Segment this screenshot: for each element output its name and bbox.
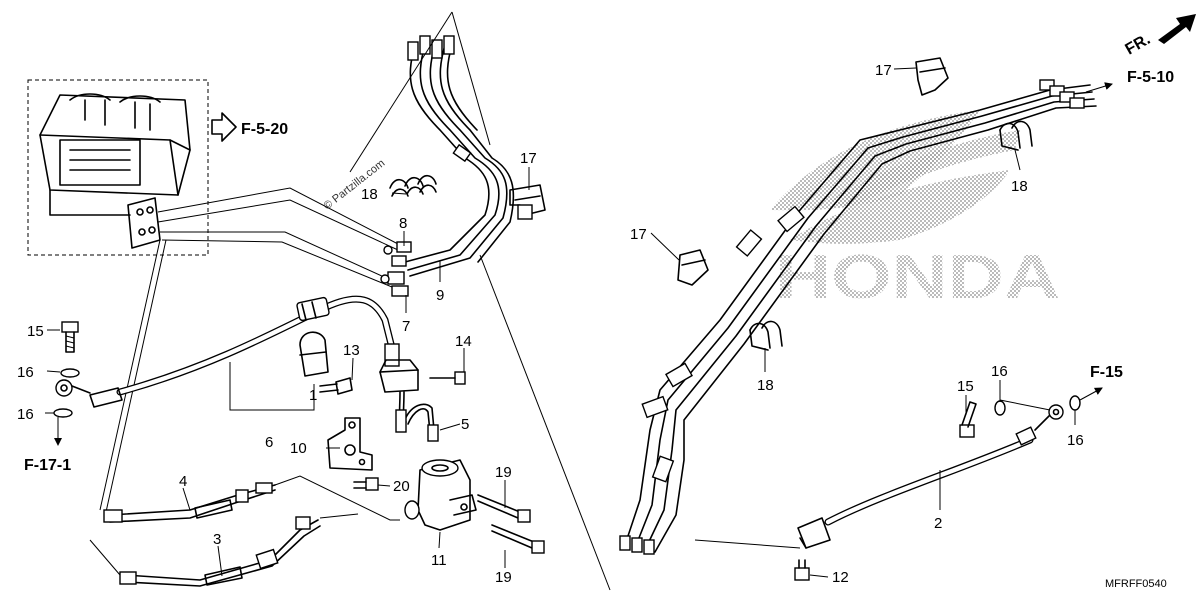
ref-f-5-10: F-5-10 xyxy=(1127,69,1174,86)
callout-16: 16 xyxy=(1067,432,1084,449)
clip-17-center xyxy=(509,184,546,220)
diagram-code: MFRFF0540 xyxy=(1105,578,1167,590)
bolts-19 xyxy=(477,494,545,554)
callout-8: 8 xyxy=(399,215,407,232)
callout-19: 19 xyxy=(495,464,512,481)
ref-f-5-20: F-5-20 xyxy=(241,121,288,138)
callout-3: 3 xyxy=(213,531,221,548)
right-pipe-bundle: F-5-10 xyxy=(619,69,1174,555)
callout-15: 15 xyxy=(27,323,44,340)
callout-11: 11 xyxy=(431,552,447,569)
callout-14: 14 xyxy=(455,333,472,350)
hose-clamp-1 xyxy=(299,331,329,377)
callout-19: 19 xyxy=(495,569,512,586)
clamp-18-right-top xyxy=(999,120,1033,151)
modulator-pipes xyxy=(89,187,401,576)
leader-lines xyxy=(45,67,1076,578)
clamp-18-center xyxy=(389,174,437,197)
callout-17: 17 xyxy=(875,62,892,79)
callout-7: 7 xyxy=(402,318,410,335)
callout-15: 15 xyxy=(957,378,974,395)
callout-18: 18 xyxy=(361,186,378,203)
callout-16: 16 xyxy=(17,406,34,423)
callout-18: 18 xyxy=(1011,178,1028,195)
brake-hose-2 xyxy=(694,399,1064,549)
ref-arrow-f-5-20: F-5-20 xyxy=(211,112,288,142)
callout-16: 16 xyxy=(17,364,34,381)
clip-17-right-top xyxy=(915,57,949,96)
callout-6: 6 xyxy=(265,434,273,451)
brake-pipe-5 xyxy=(379,359,466,442)
front-direction-indicator: FR. xyxy=(1123,14,1196,59)
front-direction-label: FR. xyxy=(1123,31,1154,59)
callout-9: 9 xyxy=(436,287,444,304)
banjo-bolt-15-right xyxy=(959,387,1103,438)
callout-20: 20 xyxy=(393,478,410,495)
ref-f-15: F-15 xyxy=(1090,364,1123,381)
callout-12: 12 xyxy=(832,569,849,586)
callout-1: 1 xyxy=(309,387,317,404)
callout-16: 16 xyxy=(991,363,1008,380)
callout-4: 4 xyxy=(179,473,187,490)
callout-18: 18 xyxy=(757,377,774,394)
honda-brand-watermark: HONDA xyxy=(775,243,1060,312)
bolt-13 xyxy=(319,377,353,395)
center-pipe-bundle xyxy=(349,11,611,591)
brake-pipe-3 xyxy=(119,513,359,587)
callout-17: 17 xyxy=(520,150,537,167)
bolt-12 xyxy=(794,559,810,581)
honda-wing-watermark: HONDA xyxy=(770,110,1060,312)
brake-pipe-4 xyxy=(103,475,400,523)
callout-2: 2 xyxy=(934,515,942,532)
callout-5: 5 xyxy=(461,416,469,433)
callout-10: 10 xyxy=(290,440,307,457)
pressure-control-valve-11 xyxy=(404,459,477,531)
bolt-20 xyxy=(353,477,379,491)
callout-numbers: 15 16 16 18 8 9 7 14 13 1 6 5 10 20 4 3 … xyxy=(17,62,1084,586)
bracket-10 xyxy=(327,417,373,471)
clip-17-right-mid xyxy=(677,249,709,286)
abs-modulator-unit xyxy=(27,79,209,256)
banjo-bolt-15-left xyxy=(53,321,80,446)
callout-17: 17 xyxy=(630,226,647,243)
clamp-18-right-mid xyxy=(749,320,783,351)
ref-f-17-1: F-17-1 xyxy=(24,457,71,474)
junction-fittings xyxy=(380,241,412,297)
callout-13: 13 xyxy=(343,342,360,359)
